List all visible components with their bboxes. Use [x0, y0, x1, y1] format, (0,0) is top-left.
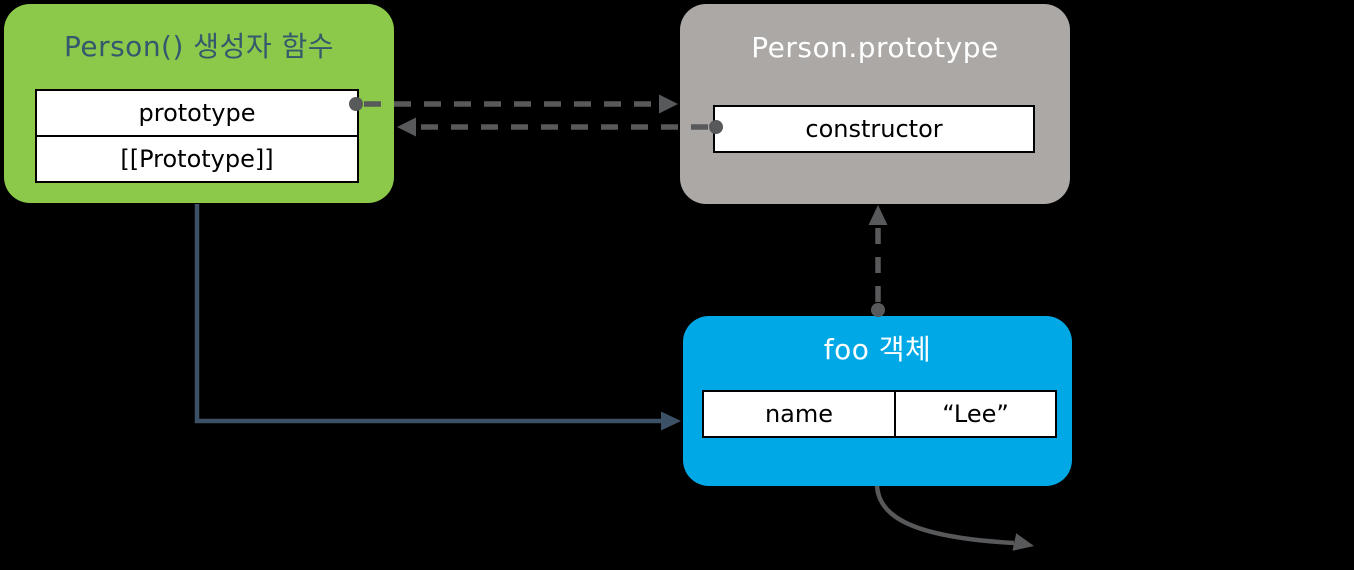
box-foo-object-title: foo 객체 — [823, 333, 932, 366]
person-constructor-slot-table: prototype [[Prototype]] — [35, 89, 359, 183]
foo-property-value: “Lee” — [896, 392, 1055, 436]
foo-object-property-table: name “Lee” — [702, 390, 1057, 438]
arrow-person-constructor-to-foo — [194, 204, 681, 431]
arrowhead-right-icon — [659, 94, 678, 114]
foo-property-key: name — [704, 392, 896, 436]
box-person-prototype: Person.prototype constructor — [680, 4, 1070, 204]
slot-prototype: prototype — [37, 91, 357, 135]
box-person-constructor: Person() 생성자 함수 prototype [[Prototype]] — [4, 4, 394, 203]
connector-dot-foo — [871, 303, 885, 317]
arrow-foo-outgoing-curve — [874, 485, 1034, 551]
arrow-prototype-to-person-prototype — [349, 94, 678, 114]
person-prototype-slot-table: constructor — [713, 105, 1035, 153]
arrowhead-up-icon — [868, 205, 888, 225]
box-person-prototype-title: Person.prototype — [751, 31, 999, 64]
arrow-foo-to-person-prototype — [868, 205, 888, 317]
slot-constructor: constructor — [715, 107, 1033, 151]
arrowhead-curve-icon — [1012, 533, 1034, 551]
box-person-constructor-title: Person() 생성자 함수 — [63, 30, 335, 63]
arrowhead-solid-right-icon — [661, 411, 681, 431]
box-foo-object: foo 객체 name “Lee” — [683, 316, 1072, 486]
arrowhead-left-icon — [397, 117, 416, 137]
arrow-constructor-to-person-constructor — [397, 117, 723, 137]
slot-internal-prototype: [[Prototype]] — [37, 135, 357, 181]
